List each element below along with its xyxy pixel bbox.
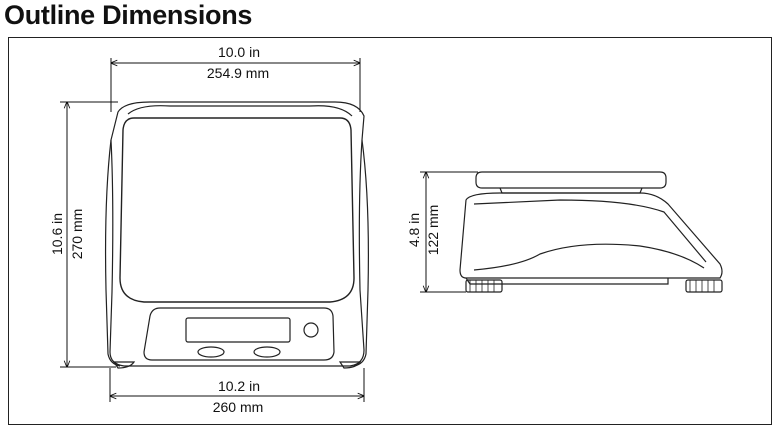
bottom-width-metric: 260 mm (213, 399, 264, 415)
side-pan (475, 171, 667, 189)
depth-metric: 270 mm (69, 209, 85, 260)
foot-bottom-left (112, 361, 136, 369)
side-view (459, 171, 723, 293)
weighing-pan (119, 117, 355, 303)
scale-body-outline (109, 101, 365, 367)
body-curve-upper (473, 199, 707, 263)
height-imperial: 4.8 in (406, 213, 422, 247)
left-bumper (104, 139, 121, 367)
top-view (104, 101, 369, 369)
body-curve-lower (473, 243, 705, 271)
page-title: Outline Dimensions (4, 0, 253, 30)
top-handle (127, 105, 353, 117)
side-foot-left (465, 279, 503, 293)
top-width-dimension (111, 58, 360, 112)
lcd-display (185, 317, 291, 343)
right-bumper (353, 139, 369, 367)
right-key (253, 346, 281, 358)
depth-imperial: 10.6 in (49, 213, 65, 255)
top-width-imperial: 10.0 in (218, 44, 260, 60)
bottom-width-dimension (110, 368, 364, 402)
drawing-frame (8, 37, 772, 425)
top-width-metric: 254.9 mm (207, 65, 269, 81)
depth-dimension (60, 102, 118, 367)
side-body (459, 192, 723, 279)
indicator-light (303, 322, 319, 338)
side-base (465, 277, 669, 285)
bottom-width-imperial: 10.2 in (218, 378, 260, 394)
display-panel (143, 307, 335, 361)
left-key (197, 346, 225, 358)
pan-support (499, 187, 643, 194)
side-foot-right (685, 279, 723, 293)
foot-bottom-right (338, 361, 362, 369)
height-dimension (420, 172, 478, 292)
height-metric: 122 mm (425, 205, 441, 256)
